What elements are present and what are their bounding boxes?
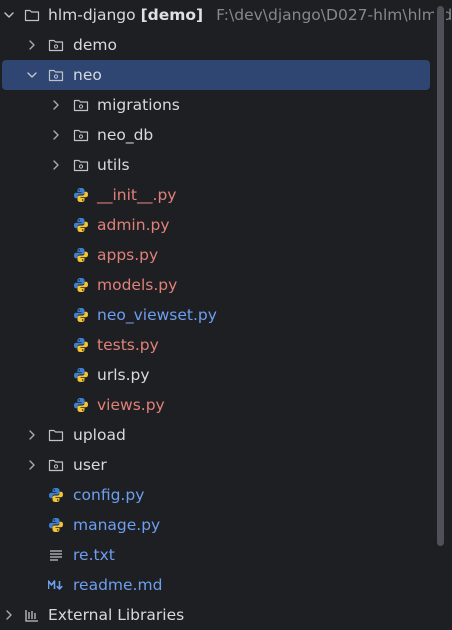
python-icon (73, 187, 89, 203)
chevron-right-icon[interactable] (26, 39, 38, 51)
project-label: hlm-django [demo] F:\dev\django\D027-hlm… (48, 0, 452, 30)
project-name: hlm-django (48, 6, 136, 24)
tree-label-user: user (73, 456, 107, 474)
chevron-right-icon[interactable] (3, 609, 15, 621)
tree-label-models: models.py (97, 276, 178, 294)
scrollbar-thumb[interactable] (437, 6, 444, 546)
tree-item-admin[interactable]: admin.py (0, 210, 434, 240)
tree-item-config[interactable]: config.py (0, 480, 434, 510)
chevron-right-icon[interactable] (50, 129, 62, 141)
tree-label-readme: readme.md (73, 576, 163, 594)
tree-item-readme[interactable]: readme.md (0, 570, 434, 600)
tree-item-neo-viewset[interactable]: neo_viewset.py (0, 300, 434, 330)
module-folder-icon (48, 37, 64, 53)
module-folder-icon (48, 457, 64, 473)
tree-item-tests[interactable]: tests.py (0, 330, 434, 360)
tree-item-external-libraries[interactable]: External Libraries (0, 600, 434, 630)
python-icon (73, 307, 89, 323)
tree-label-views: views.py (97, 396, 165, 414)
tree-label-upload: upload (73, 426, 126, 444)
tree-label-tests: tests.py (97, 336, 159, 354)
chevron-right-icon[interactable] (50, 99, 62, 111)
chevron-down-icon[interactable] (3, 9, 15, 21)
tree-label-demo: demo (73, 36, 117, 54)
python-icon (48, 517, 64, 533)
tree-item-migrations[interactable]: migrations (0, 90, 434, 120)
python-icon (73, 337, 89, 353)
library-icon (24, 607, 40, 623)
text-file-icon (48, 547, 64, 563)
tree-item-urls[interactable]: urls.py (0, 360, 434, 390)
tree-label-re-txt: re.txt (73, 546, 115, 564)
tree-label-init: __init__.py (97, 186, 177, 204)
project-module: [demo] (140, 6, 204, 24)
tree-item-user[interactable]: user (0, 450, 434, 480)
tree-label-manage: manage.py (73, 516, 161, 534)
python-icon (73, 247, 89, 263)
markdown-icon (48, 577, 64, 593)
tree-item-demo[interactable]: demo (0, 30, 434, 60)
tree-label-admin: admin.py (97, 216, 170, 234)
tree-label-neo: neo (73, 66, 102, 84)
python-icon (73, 367, 89, 383)
module-folder-icon (48, 67, 64, 83)
tree-label-apps: apps.py (97, 246, 159, 264)
tree-item-init[interactable]: __init__.py (0, 180, 434, 210)
chevron-down-icon[interactable] (26, 69, 38, 81)
tree-item-models[interactable]: models.py (0, 270, 434, 300)
folder-icon (48, 427, 64, 443)
chevron-right-icon[interactable] (50, 159, 62, 171)
tree-label-external-libraries: External Libraries (48, 606, 185, 624)
tree-item-utils[interactable]: utils (0, 150, 434, 180)
tree-item-manage[interactable]: manage.py (0, 510, 434, 540)
tree-item-views[interactable]: views.py (0, 390, 434, 420)
folder-icon (24, 7, 40, 23)
tree-item-upload[interactable]: upload (0, 420, 434, 450)
module-folder-icon (73, 127, 89, 143)
python-icon (73, 397, 89, 413)
tree-item-re-txt[interactable]: re.txt (0, 540, 434, 570)
tree-item-neo[interactable]: neo (2, 60, 430, 90)
tree-item-neo-db[interactable]: neo_db (0, 120, 434, 150)
python-icon (73, 277, 89, 293)
chevron-right-icon[interactable] (26, 429, 38, 441)
module-folder-icon (73, 97, 89, 113)
python-icon (73, 217, 89, 233)
tree-root-hlm-django[interactable]: hlm-django [demo] F:\dev\django\D027-hlm… (0, 0, 452, 30)
tree-label-neo-db: neo_db (97, 126, 154, 144)
module-folder-icon (73, 157, 89, 173)
tree-label-urls: urls.py (97, 366, 150, 384)
project-path: F:\dev\django\D027-hlm\hlm-d (216, 6, 452, 24)
python-icon (48, 487, 64, 503)
chevron-right-icon[interactable] (26, 459, 38, 471)
tree-label-utils: utils (97, 156, 130, 174)
tree-label-migrations: migrations (97, 96, 180, 114)
tree-item-apps[interactable]: apps.py (0, 240, 434, 270)
tree-label-config: config.py (73, 486, 145, 504)
vertical-scrollbar[interactable] (434, 0, 446, 622)
tree-label-neo-viewset: neo_viewset.py (97, 306, 217, 324)
